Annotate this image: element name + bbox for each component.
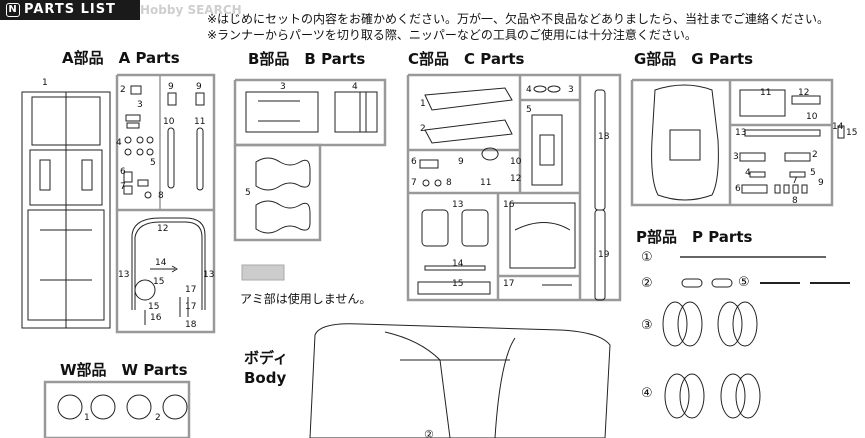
num-p-1: ① (641, 250, 653, 265)
mesh-note: アミ部は使用しません。 (240, 292, 372, 306)
num-a-6: 6 (120, 167, 126, 177)
num-g-13: 13 (735, 128, 747, 138)
runner-c (406, 73, 622, 302)
num-a-9b: 9 (196, 82, 202, 92)
section-title-p: P部品 P Parts (636, 228, 753, 246)
section-title-body-jp: ボディ (244, 349, 288, 367)
num-c-5: 5 (526, 105, 532, 115)
num-g-7: 7 (792, 176, 798, 186)
num-a-14: 14 (155, 258, 167, 268)
num-a-1: 1 (42, 78, 48, 88)
num-c-8: 8 (446, 178, 452, 188)
section-title-a: A部品 A Parts (62, 49, 180, 67)
num-c-17: 17 (503, 279, 515, 289)
num-g-10: 10 (806, 112, 818, 122)
num-c-16: 16 (503, 200, 515, 210)
num-c-4: 4 (526, 85, 532, 95)
brand-badge: N (6, 3, 20, 17)
num-a-11: 11 (194, 117, 206, 127)
num-p-3: ③ (641, 318, 653, 333)
num-a-18: 18 (185, 320, 197, 330)
num-a-10: 10 (163, 117, 175, 127)
title-text: PARTS LIST (24, 2, 116, 17)
num-p-5: ⑤ (738, 275, 750, 290)
num-a-13a: 13 (118, 270, 130, 280)
num-c-6: 6 (411, 157, 417, 167)
num-p-4: ④ (641, 386, 653, 401)
num-a-15a: 15 (153, 277, 165, 287)
runner-p (662, 256, 850, 419)
num-c-18: 18 (598, 132, 610, 142)
num-c-9: 9 (458, 157, 464, 167)
num-g-4: 4 (745, 168, 751, 178)
num-g-9: 9 (818, 178, 824, 188)
num-c-15: 15 (452, 279, 464, 289)
num-a-17a: 17 (185, 285, 197, 295)
num-c-10: 10 (510, 157, 522, 167)
note-check-contents: ※はじめにセットの内容をお確かめください。万が一、欠品や不良品などありましたら、… (207, 12, 830, 26)
num-a-9a: 9 (168, 82, 174, 92)
num-g-15: 15 (846, 128, 858, 138)
num-a-17b: 17 (185, 302, 197, 312)
num-b-3: 3 (280, 82, 286, 92)
num-w-2: 2 (155, 413, 161, 423)
runner-a (21, 73, 216, 334)
num-b-4: 4 (352, 82, 358, 92)
num-a-3: 3 (137, 100, 143, 110)
runner-g (630, 78, 845, 207)
num-c-14: 14 (452, 259, 464, 269)
section-title-b: B部品 B Parts (248, 50, 366, 68)
num-a-4: 4 (116, 138, 122, 148)
watermark: Hobby SEARCH (140, 3, 242, 17)
num-g-14: 14 (832, 122, 844, 132)
num-g-12: 12 (798, 88, 810, 98)
num-a-12: 12 (157, 224, 169, 234)
num-g-5: 5 (810, 168, 816, 178)
num-c-3: 3 (568, 85, 574, 95)
num-c-11: 11 (480, 178, 492, 188)
num-g-2: 2 (812, 150, 818, 160)
num-c-1: 1 (420, 99, 426, 109)
body-shell (309, 323, 611, 438)
section-title-c: C部品 C Parts (408, 50, 525, 68)
num-g-6: 6 (735, 184, 741, 194)
num-c-12: 12 (510, 174, 522, 184)
num-a-5: 5 (150, 158, 156, 168)
runner-b (233, 78, 387, 281)
section-title-w: W部品 W Parts (60, 361, 188, 379)
num-a-7: 7 (120, 182, 126, 192)
num-c-13: 13 (452, 200, 464, 210)
note-cutting-caution: ※ランナーからパーツを切り取る際、ニッパーなどの工具のご使用には十分注意ください… (207, 28, 697, 42)
num-w-1: 1 (84, 413, 90, 423)
num-a-16: 16 (150, 313, 162, 323)
section-title-g: G部品 G Parts (634, 50, 754, 68)
num-p-2: ② (641, 276, 653, 291)
num-a-15b: 15 (148, 302, 160, 312)
num-a-13b: 13 (203, 270, 215, 280)
section-title-body-en: Body (244, 369, 287, 387)
runner-w (43, 380, 191, 438)
num-c-2: 2 (420, 124, 426, 134)
num-g-8: 8 (792, 196, 798, 206)
num-a-8: 8 (158, 191, 164, 201)
page-number: ② (424, 428, 434, 438)
part-a1-chassis (21, 91, 111, 329)
num-c-19: 19 (598, 250, 610, 260)
num-b-5: 5 (245, 188, 251, 198)
num-a-2: 2 (120, 85, 126, 95)
parts-list-title: N PARTS LIST (0, 0, 140, 20)
num-g-11: 11 (760, 88, 772, 98)
num-c-7: 7 (411, 178, 417, 188)
num-g-3: 3 (733, 152, 739, 162)
